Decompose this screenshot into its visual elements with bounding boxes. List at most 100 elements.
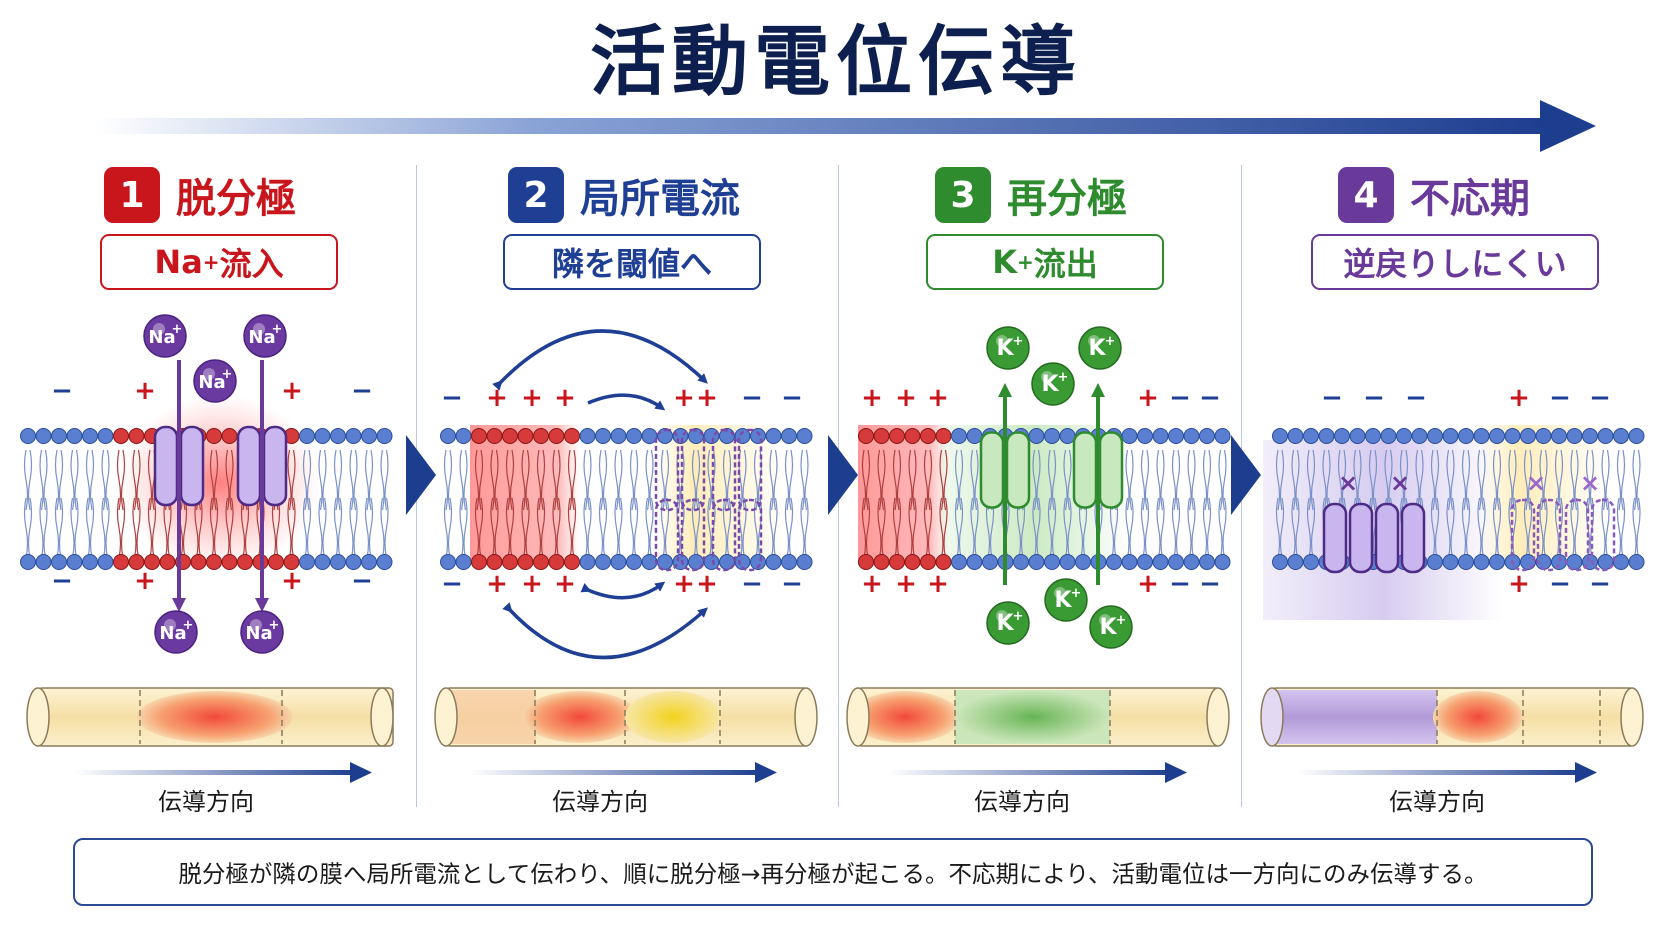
lipid-tail — [804, 449, 809, 511]
lipid-tail — [598, 497, 604, 559]
local-current-arrow — [502, 602, 708, 660]
panel-1-title: 脱分極 — [176, 176, 296, 222]
lipid-tail — [726, 449, 732, 511]
lipid-tail — [1341, 449, 1347, 511]
lipid-head — [1473, 554, 1490, 570]
inactivation-x: × — [1338, 469, 1358, 497]
lipid-tail — [1306, 497, 1312, 559]
potassium-ion: K+ — [1031, 362, 1075, 406]
lipid-head — [904, 428, 921, 444]
ion-channel — [711, 428, 763, 512]
ion-sphere — [1031, 362, 1075, 406]
lipid-head — [221, 554, 238, 570]
ion-charge: + — [1013, 334, 1024, 349]
lipid-head — [1427, 428, 1443, 444]
lipid-tail — [571, 449, 577, 511]
lipid-head — [626, 554, 642, 570]
minus-sign: − — [1589, 383, 1611, 413]
inactivation-marks: ×××× — [1338, 469, 1600, 497]
lipid-head — [1168, 554, 1184, 570]
lipid-tail — [664, 449, 670, 511]
lipid-tail — [618, 497, 623, 559]
lipid-tail — [478, 449, 484, 511]
lipid-head — [935, 428, 952, 444]
lipid-tail — [525, 449, 530, 511]
panel-4-subtitle: 逆戻りしにくい — [1311, 234, 1599, 290]
lipid-head — [1566, 428, 1583, 444]
lipid-head — [1396, 428, 1412, 444]
plus-sign: + — [927, 569, 949, 599]
lipid-tail — [908, 497, 913, 559]
lipid-tail — [521, 497, 526, 559]
lipid-tail — [567, 497, 573, 559]
lipid-tail — [1144, 449, 1150, 511]
threshold-region — [655, 425, 785, 565]
lipid-tail — [896, 449, 902, 511]
lipid-tail — [1140, 497, 1146, 559]
lipid-head — [82, 554, 98, 570]
lipid-tail — [773, 497, 778, 559]
lipid-tail — [1144, 497, 1150, 559]
lipid-head — [858, 554, 874, 570]
lipid-head — [858, 428, 874, 444]
ion-highlight — [996, 610, 1008, 622]
ion-highlight — [164, 619, 176, 631]
lipid-head — [1582, 428, 1598, 444]
lipid-tail — [101, 497, 106, 559]
lipid-tail — [380, 449, 385, 511]
lipid-tail — [691, 497, 697, 559]
lipid-tail — [649, 497, 654, 559]
ion-channel — [236, 425, 288, 507]
ion-channel — [1072, 431, 1124, 509]
lipid-tail — [368, 449, 374, 511]
plus-sign: + — [696, 383, 718, 413]
lipid-tail — [1063, 497, 1068, 559]
minus-sign: − — [1321, 383, 1343, 413]
panel-2-title: 局所電流 — [580, 176, 740, 222]
plus-sign: + — [927, 383, 949, 413]
lipid-tail — [101, 449, 106, 511]
lipid-tail — [587, 449, 592, 511]
potassium-ion: K+ — [1044, 578, 1088, 622]
lipid-tail — [1291, 449, 1296, 511]
bilayer — [1272, 428, 1645, 570]
plus-sign: + — [673, 383, 695, 413]
direction-arrow-3 — [888, 762, 1187, 783]
panel-3-heading: 3 再分極 — [935, 167, 1127, 223]
ion-sphere — [240, 610, 284, 654]
ion-symbol: Na — [198, 372, 225, 393]
lipid-tail — [287, 497, 292, 559]
lipid-tail — [1616, 449, 1622, 511]
lipid-head — [471, 554, 487, 570]
plus-sign: + — [1137, 383, 1159, 413]
ion-charge: + — [269, 618, 280, 633]
lipid-tail — [1508, 449, 1513, 511]
lipid-tail — [1129, 497, 1134, 559]
minus-sign: − — [741, 383, 763, 413]
lipid-head — [1152, 554, 1169, 570]
lipid-tail — [912, 449, 917, 511]
lipid-tail — [105, 497, 110, 559]
lipid-tail — [788, 497, 794, 559]
lipid-tail — [722, 497, 728, 559]
direction-arrow-4 — [1298, 762, 1597, 783]
ion-charge: + — [1116, 613, 1127, 628]
ion-highlight — [1088, 335, 1100, 347]
lipid-tail — [244, 497, 250, 559]
plus-sign: + — [486, 383, 508, 413]
panel-2-subtitle: 隣を閾値へ — [503, 234, 761, 290]
lipid-tail — [1446, 449, 1451, 511]
lipid-tail — [287, 449, 292, 511]
lipid-tail — [1368, 449, 1374, 511]
lipid-tail — [1558, 449, 1564, 511]
lipid-head — [1272, 554, 1288, 570]
lipid-tail — [1601, 497, 1606, 559]
lipid-tail — [271, 497, 277, 559]
plus-sign: + — [1508, 569, 1530, 599]
minus-sign: − — [351, 566, 373, 596]
lipid-head — [1044, 554, 1060, 570]
lipid-head — [1613, 428, 1629, 444]
lipid-tail — [322, 449, 327, 511]
channel-subunit — [1536, 498, 1562, 572]
bilayer — [440, 428, 813, 570]
